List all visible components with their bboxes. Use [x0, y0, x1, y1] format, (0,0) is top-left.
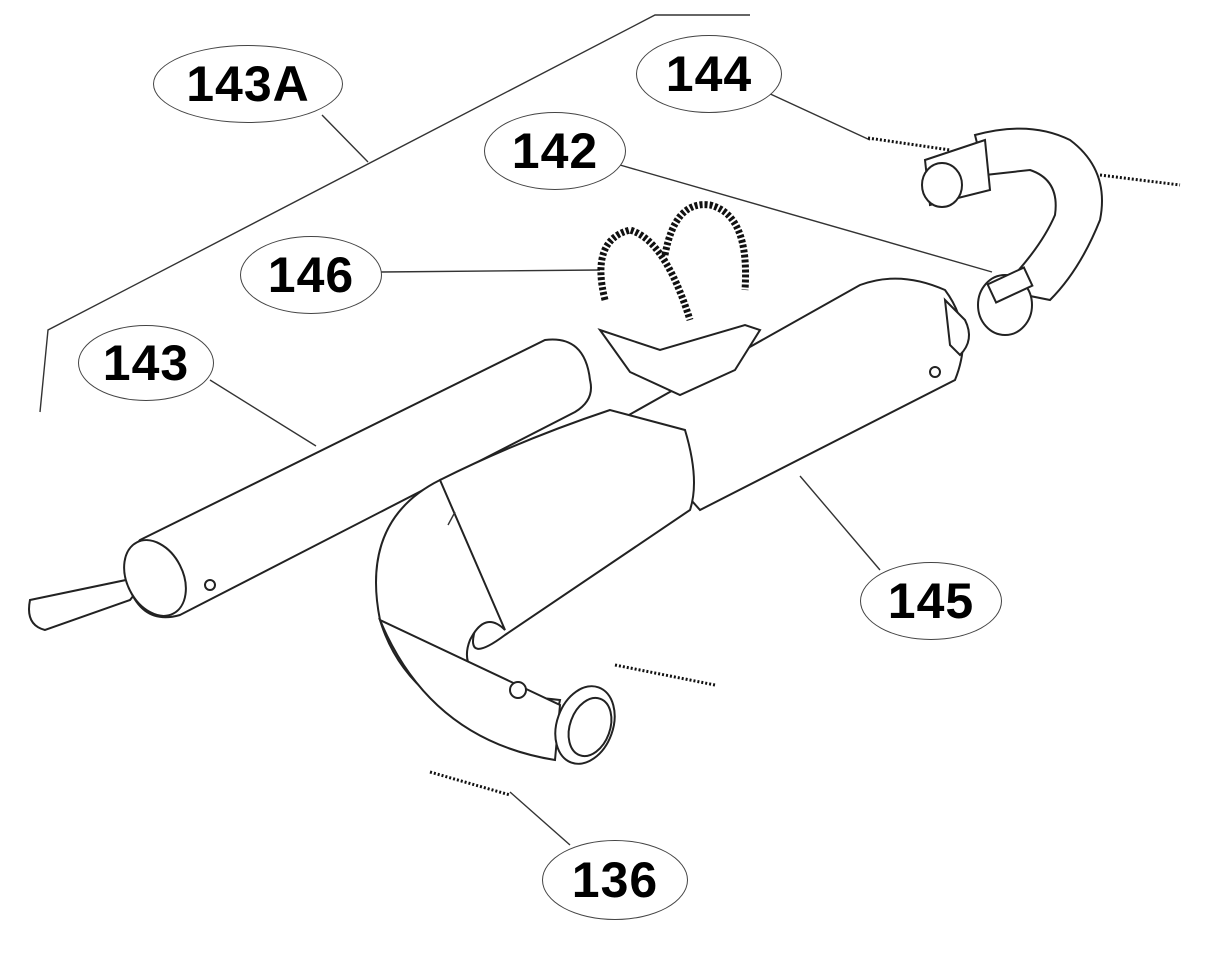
exhaust-145 [375, 277, 970, 765]
leader-144 [765, 91, 871, 141]
leader-136 [509, 791, 571, 846]
strap-146-a [597, 226, 694, 322]
leader-142 [619, 164, 993, 273]
silencer-143 [28, 338, 592, 632]
callout-143: 143 [78, 325, 214, 401]
mounting-bracket [597, 323, 762, 397]
leader-143A [321, 114, 369, 163]
spring-136 [429, 770, 511, 797]
strap-146-b [661, 201, 750, 291]
callout-136: 136 [542, 840, 688, 920]
callout-143A: 143A [153, 45, 343, 123]
spring-right [1099, 173, 1181, 187]
spring-middle [614, 663, 716, 687]
leader-146 [379, 269, 601, 273]
callout-145: 145 [860, 562, 1002, 640]
spring-144 [867, 136, 951, 152]
header-pipe-142 [921, 127, 1103, 336]
leader-143 [209, 379, 317, 447]
callout-144: 144 [636, 35, 782, 113]
callout-142: 142 [484, 112, 626, 190]
leader-145 [799, 475, 881, 571]
callout-146: 146 [240, 236, 382, 314]
assembly-bracket-line [39, 14, 750, 413]
